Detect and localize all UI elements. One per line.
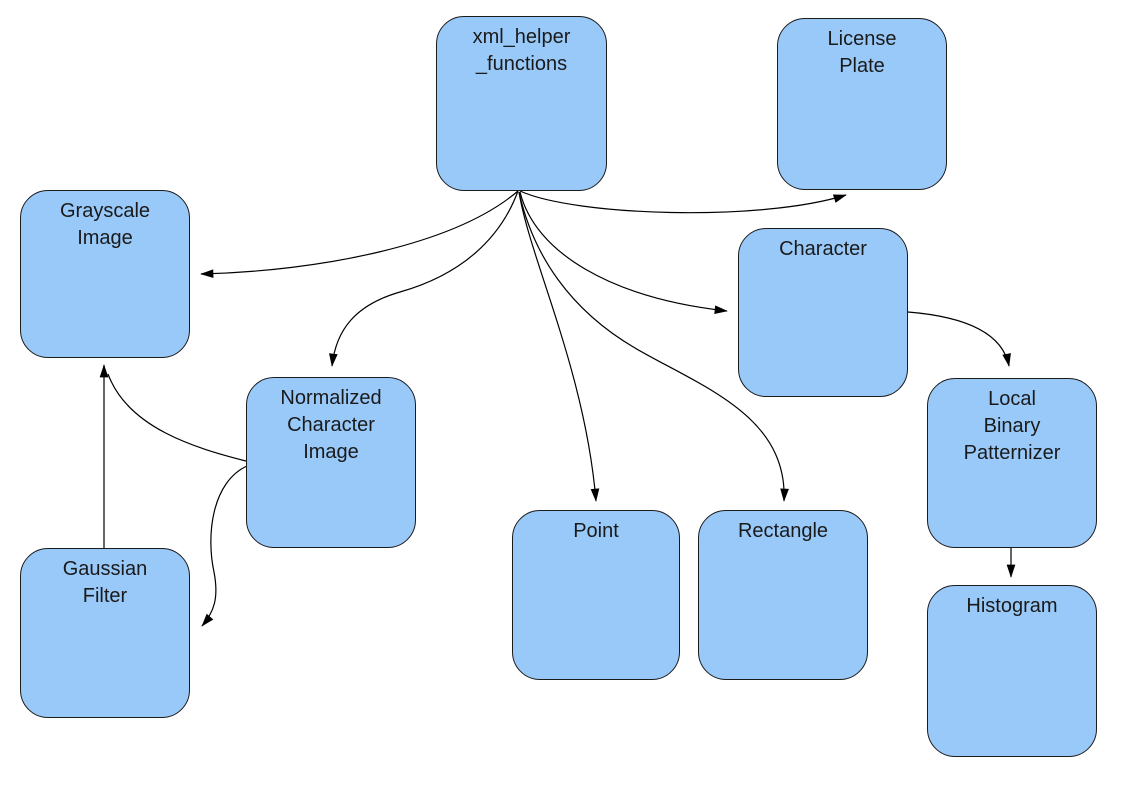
node-point: Point	[512, 510, 680, 680]
node-label-line: Patternizer	[963, 442, 1061, 464]
node-label-line: Character	[287, 414, 375, 436]
node-label-line: Local	[988, 388, 1036, 410]
node-xml-helper-functions: xml_helper _functions	[436, 16, 607, 191]
node-label-line: Binary	[983, 415, 1041, 437]
node-label-line: Filter	[82, 585, 128, 607]
edge-xml-helper-functions-to-grayscale-image	[200, 190, 519, 279]
edge-xml-helper-functions-to-normalized-character-image	[329, 190, 519, 367]
node-label-line: Histogram	[966, 595, 1058, 617]
edge-character-to-local-binary-patternizer	[907, 311, 1011, 367]
node-character: Character	[738, 228, 908, 397]
node-label-line: Image	[303, 441, 359, 463]
node-label-line: Gaussian	[62, 558, 148, 580]
edge-xml-helper-functions-to-character	[519, 191, 728, 314]
node-label-line: _functions	[475, 53, 568, 75]
node-rectangle: Rectangle	[698, 510, 868, 680]
node-label-line: Character	[779, 238, 867, 260]
node-label-line: Point	[573, 520, 619, 542]
node-label-line: Rectangle	[737, 520, 829, 542]
node-label-line: xml_helper	[472, 26, 571, 48]
node-label-line: Normalized	[280, 387, 382, 409]
edge-xml-helper-functions-to-rectangle	[518, 191, 789, 502]
edge-xml-helper-functions-to-license-plate	[519, 190, 847, 214]
edge-normalized-character-image-to-grayscale-image	[107, 373, 247, 462]
edge-xml-helper-functions-to-point	[518, 191, 600, 502]
node-label-line: License	[827, 28, 897, 50]
node-label-line: Grayscale	[59, 200, 151, 222]
node-histogram: Histogram	[927, 585, 1097, 757]
node-label-line: Plate	[839, 55, 885, 77]
edge-normalized-character-image-to-gaussian-filter	[201, 465, 248, 627]
node-label-line: Image	[77, 227, 133, 249]
